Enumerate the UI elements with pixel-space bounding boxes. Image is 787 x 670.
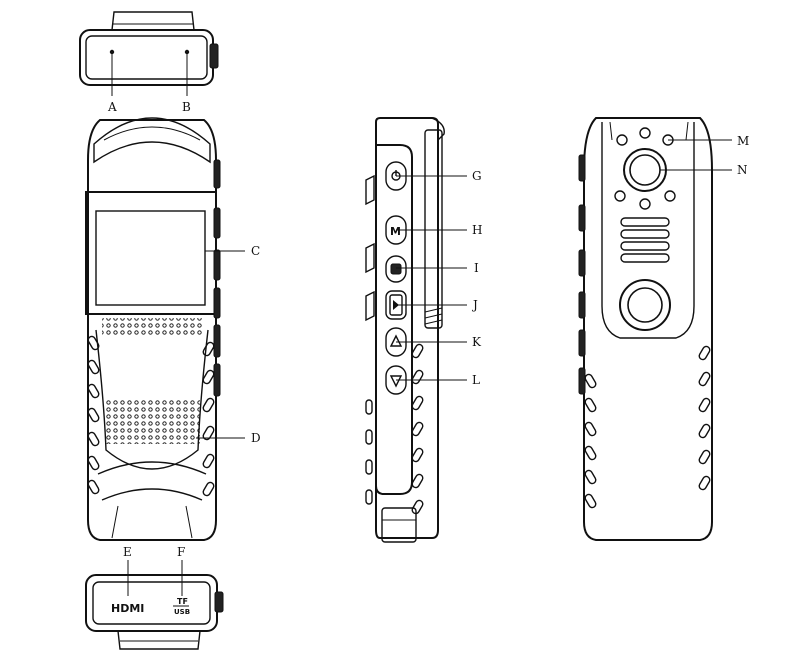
back-grips [584, 345, 711, 509]
menu-button-label: M [390, 225, 401, 238]
callout-c: C [251, 244, 260, 258]
side-view: M [365, 117, 467, 543]
top-view [79, 11, 219, 96]
front-right-grips [202, 341, 215, 497]
callout-d: D [251, 431, 261, 445]
record-button[interactable] [385, 255, 407, 283]
callout-k: K [472, 335, 482, 349]
front-view [85, 117, 245, 541]
side-grips [365, 343, 424, 515]
callout-f: F [177, 545, 185, 559]
hdmi-port-label: HDMI [111, 602, 144, 615]
callout-h: H [472, 223, 482, 237]
front-left-grips [87, 335, 100, 495]
callout-j: J [471, 298, 478, 312]
usb-port-label: USB [174, 608, 190, 616]
bottom-view [85, 560, 224, 650]
callout-l: L [472, 373, 480, 387]
callout-m: M [737, 134, 749, 148]
callout-i: I [474, 261, 479, 275]
callout-a: A [107, 100, 117, 114]
callout-e: E [123, 545, 132, 559]
callout-n: N [737, 163, 748, 177]
callout-b: B [182, 100, 191, 114]
back-view [578, 117, 732, 541]
callout-g: G [472, 169, 482, 183]
tf-port-label: TF [177, 597, 188, 606]
